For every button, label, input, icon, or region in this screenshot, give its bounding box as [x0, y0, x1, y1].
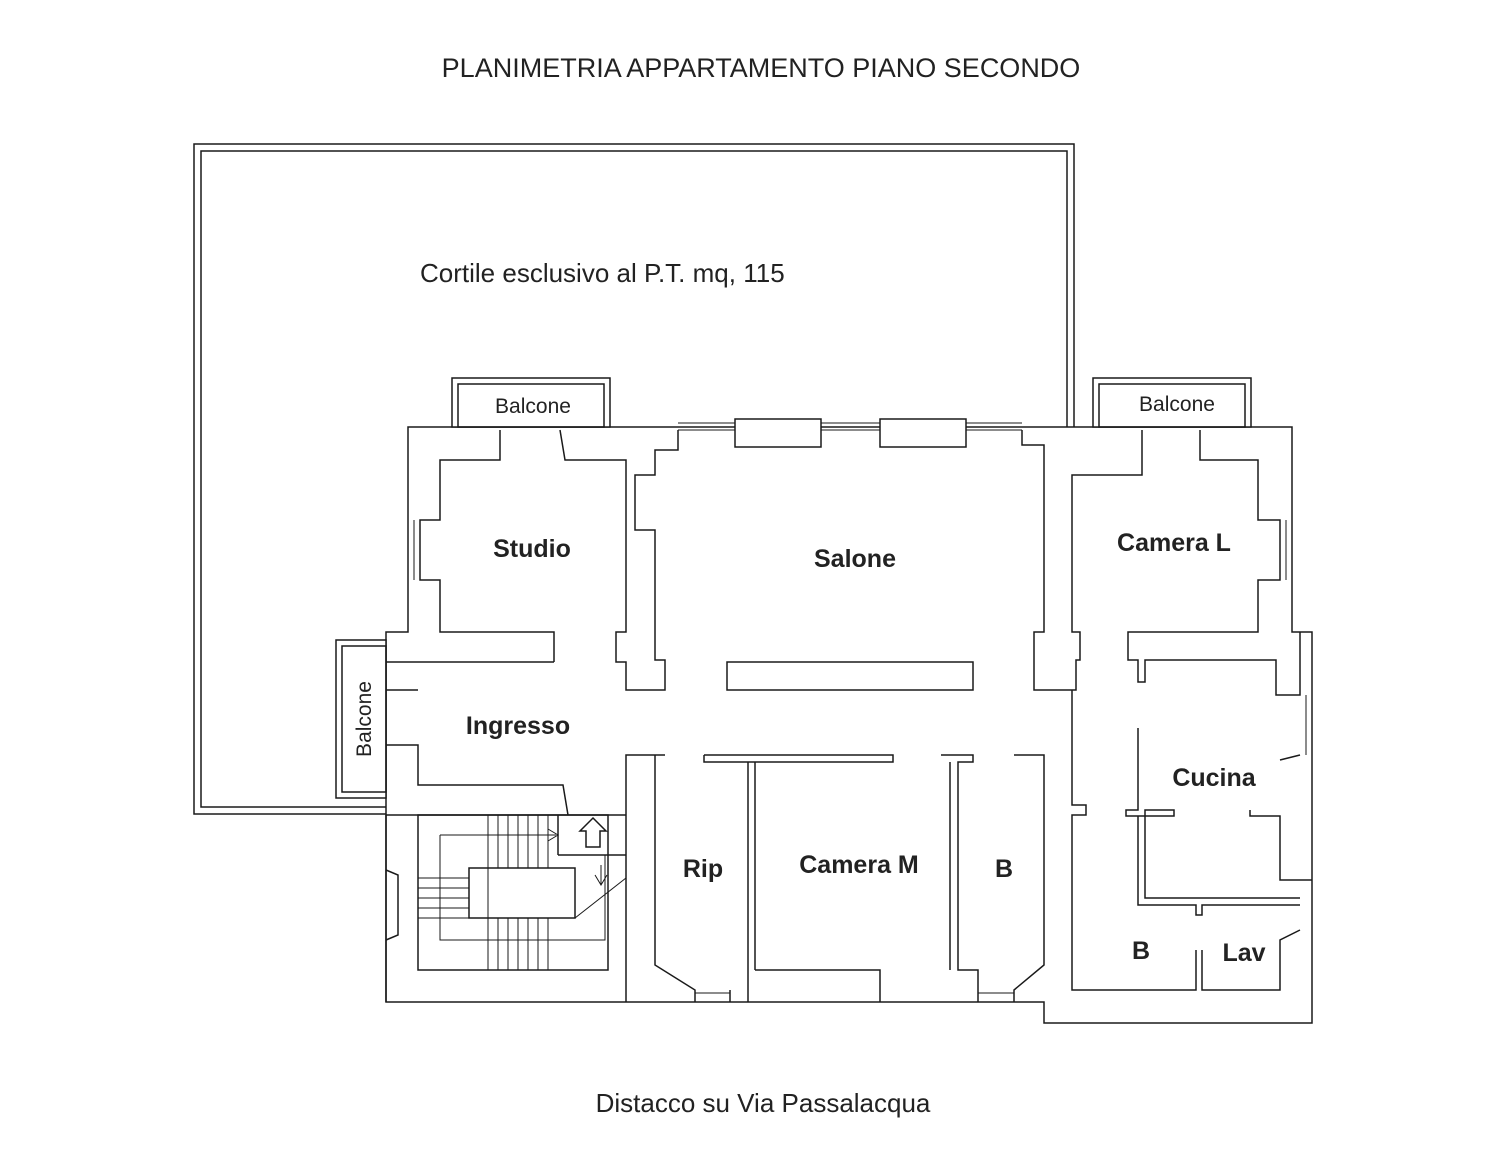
- balcony-label: Balcone: [353, 681, 376, 757]
- balcony-north-west: Balcone: [451, 377, 611, 428]
- room-label-rip: Rip: [683, 855, 723, 883]
- balcony-north-east: Balcone: [1092, 377, 1252, 428]
- balcony-label: Balcone: [1139, 393, 1215, 416]
- up-arrow-icon: [578, 816, 608, 848]
- room-label-cucina: Cucina: [1172, 764, 1256, 792]
- room-label-ingresso: Ingresso: [466, 712, 570, 740]
- apartment-outline: [385, 426, 1313, 1024]
- plan-title: PLANIMETRIA APPARTAMENTO PIANO SECONDO: [442, 53, 1081, 83]
- room-label-camera-m: Camera M: [799, 851, 919, 879]
- room-label-studio: Studio: [493, 535, 571, 563]
- room-label-salone: Salone: [814, 545, 896, 573]
- stairwell: [385, 814, 627, 1002]
- balcony-west: Balcone: [335, 639, 387, 799]
- room-labels: Studio Salone Camera L Ingresso Cucina R…: [466, 529, 1266, 967]
- room-label-bagno: B: [1132, 937, 1150, 965]
- room-label-camera-l: Camera L: [1117, 529, 1231, 557]
- room-label-lavanderia: Lav: [1222, 939, 1265, 967]
- street-caption: Distacco su Via Passalacqua: [596, 1088, 931, 1118]
- courtyard-label: Cortile esclusivo al P.T. mq, 115: [420, 258, 785, 288]
- interior-walls: [386, 429, 1312, 1002]
- window-row-north: [678, 418, 1022, 448]
- room-label-bagno: B: [995, 855, 1013, 883]
- balcony-label: Balcone: [495, 395, 571, 418]
